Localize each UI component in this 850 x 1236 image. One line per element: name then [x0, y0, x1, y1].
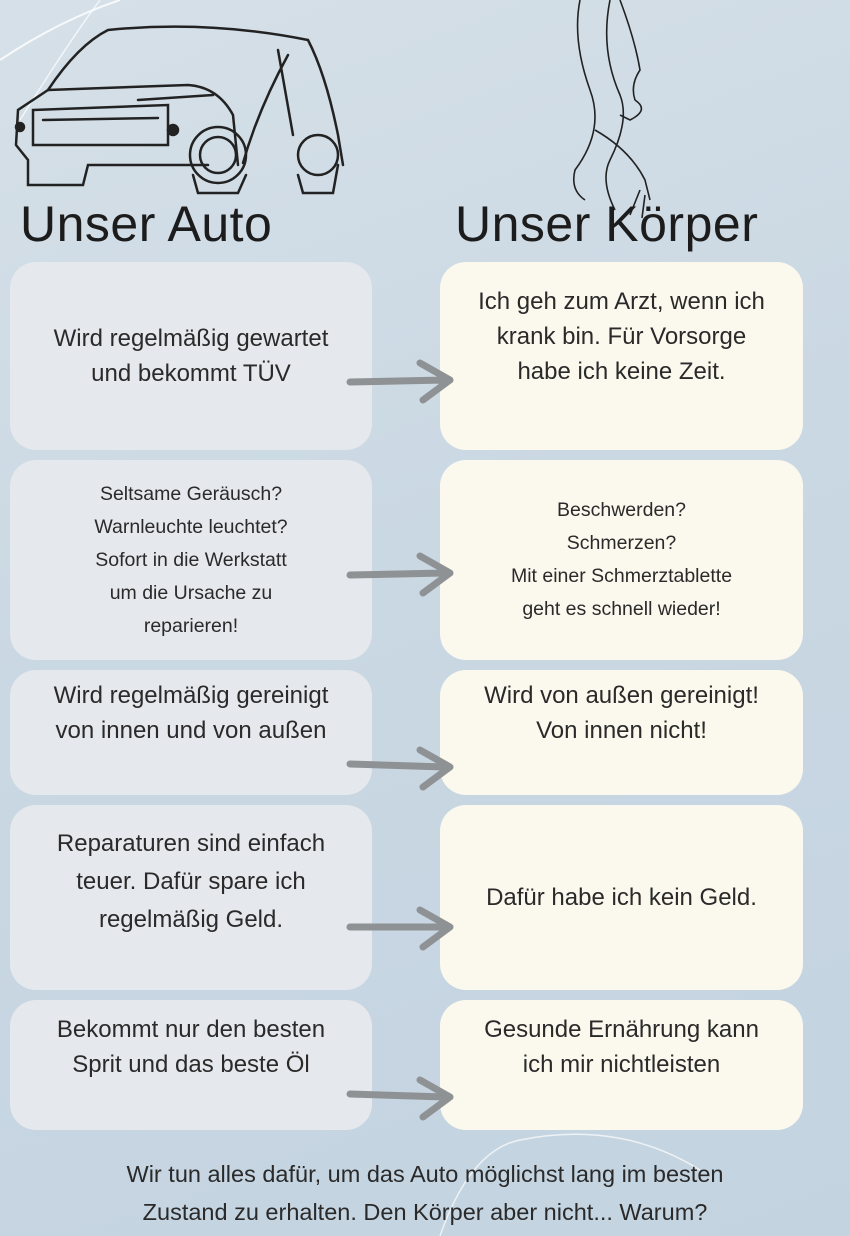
- body-box-1: Ich geh zum Arzt, wenn ich krank bin. Fü…: [440, 262, 803, 450]
- body-text-3: Wird von außen gereinigt! Von innen nich…: [484, 682, 759, 744]
- body-column-heading: Unser Körper: [455, 196, 759, 252]
- car-illustration-icon: [14, 25, 345, 195]
- arrow-right-icon: [346, 1076, 454, 1121]
- car-box-2: Seltsame Geräusch? Warnleuchte leuchtet?…: [10, 460, 372, 660]
- body-silhouette-icon: [572, 0, 651, 219]
- car-text-5: Bekommt nur den besten Sprit und das bes…: [56, 1016, 326, 1078]
- body-text-2: Beschwerden? Schmerzen? Mit einer Schmer…: [510, 499, 733, 620]
- car-text-1: Wird regelmäßig gewartet und bekommt TÜV: [53, 325, 329, 387]
- arrow-right-icon: [346, 552, 454, 597]
- body-box-3: Wird von außen gereinigt! Von innen nich…: [440, 670, 803, 795]
- car-text-4: Reparaturen sind einfach teuer. Dafür sp…: [56, 830, 326, 933]
- footer-question: Wir tun alles dafür, um das Auto möglich…: [126, 1161, 724, 1225]
- car-box-3: Wird regelmäßig gereinigt von innen und …: [10, 670, 372, 795]
- car-column-heading: Unser Auto: [20, 196, 273, 252]
- car-text-3: Wird regelmäßig gereinigt von innen und …: [53, 682, 329, 744]
- body-text-4: Dafür habe ich kein Geld.: [486, 884, 757, 911]
- body-text-1: Ich geh zum Arzt, wenn ich krank bin. Fü…: [478, 288, 765, 385]
- body-box-2: Beschwerden? Schmerzen? Mit einer Schmer…: [440, 460, 803, 660]
- body-box-5: Gesunde Ernährung kann ich mir nichtleis…: [440, 1000, 803, 1130]
- body-box-4: Dafür habe ich kein Geld.: [440, 805, 803, 990]
- car-text-2: Seltsame Geräusch? Warnleuchte leuchtet?…: [94, 482, 288, 637]
- car-box-5: Bekommt nur den besten Sprit und das bes…: [10, 1000, 372, 1130]
- car-box-4: Reparaturen sind einfach teuer. Dafür sp…: [10, 805, 372, 990]
- arrow-right-icon: [346, 906, 454, 951]
- arrow-right-icon: [346, 359, 454, 404]
- arrow-right-icon: [346, 746, 454, 791]
- body-text-5: Gesunde Ernährung kann ich mir nichtleis…: [484, 1016, 759, 1078]
- car-box-1: Wird regelmäßig gewartet und bekommt TÜV: [10, 262, 372, 450]
